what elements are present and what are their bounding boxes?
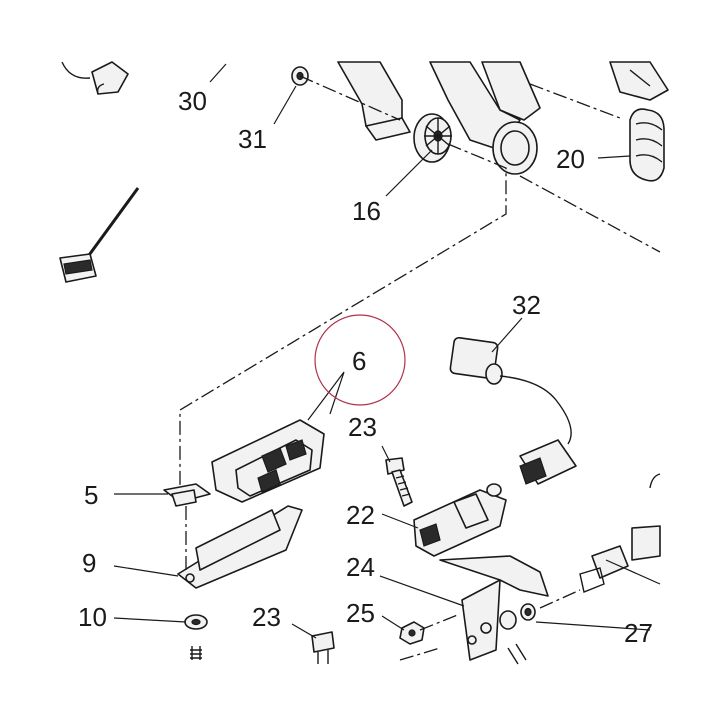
part-23-bolt-upper [385, 457, 413, 507]
part-23-bolt-lower [311, 631, 335, 664]
callout-16: 16 [352, 196, 381, 226]
callout-25: 25 [346, 598, 375, 628]
part-16-gear [413, 113, 452, 163]
part-27-washer-bolt [499, 603, 536, 665]
callout-27: 27 [624, 618, 653, 648]
callout-24: 24 [346, 552, 375, 582]
callout-23-upper: 23 [348, 412, 377, 442]
part-25-nut [399, 621, 425, 645]
part-32-sensor-cable [449, 336, 577, 485]
callout-20: 20 [556, 144, 585, 174]
callout-5: 5 [84, 480, 99, 510]
highlight-circle [314, 314, 406, 406]
part-24-bracket [439, 555, 549, 661]
callout-23-lower: 23 [252, 602, 281, 632]
callout-9: 9 [82, 548, 97, 578]
part-5-clip [163, 483, 211, 507]
assembly-phantom-lines [179, 75, 661, 661]
leader-lines [113, 63, 661, 639]
callout-31: 31 [238, 124, 267, 154]
part-22-sensor [413, 483, 507, 557]
part-switch-right [579, 473, 661, 593]
cable-tie [59, 187, 140, 283]
callout-32: 32 [512, 290, 541, 320]
callout-6: 6 [352, 346, 367, 376]
part-10-washer [184, 614, 208, 660]
part-20-grommet [629, 108, 665, 182]
part-30-fragment [61, 61, 129, 95]
part-6-bracket [211, 419, 325, 503]
callout-10: 10 [78, 602, 107, 632]
bracket-assembly-top [337, 61, 669, 175]
callout-30: 30 [178, 86, 207, 116]
part-9-mount-plate [177, 505, 303, 589]
callout-22: 22 [346, 500, 375, 530]
